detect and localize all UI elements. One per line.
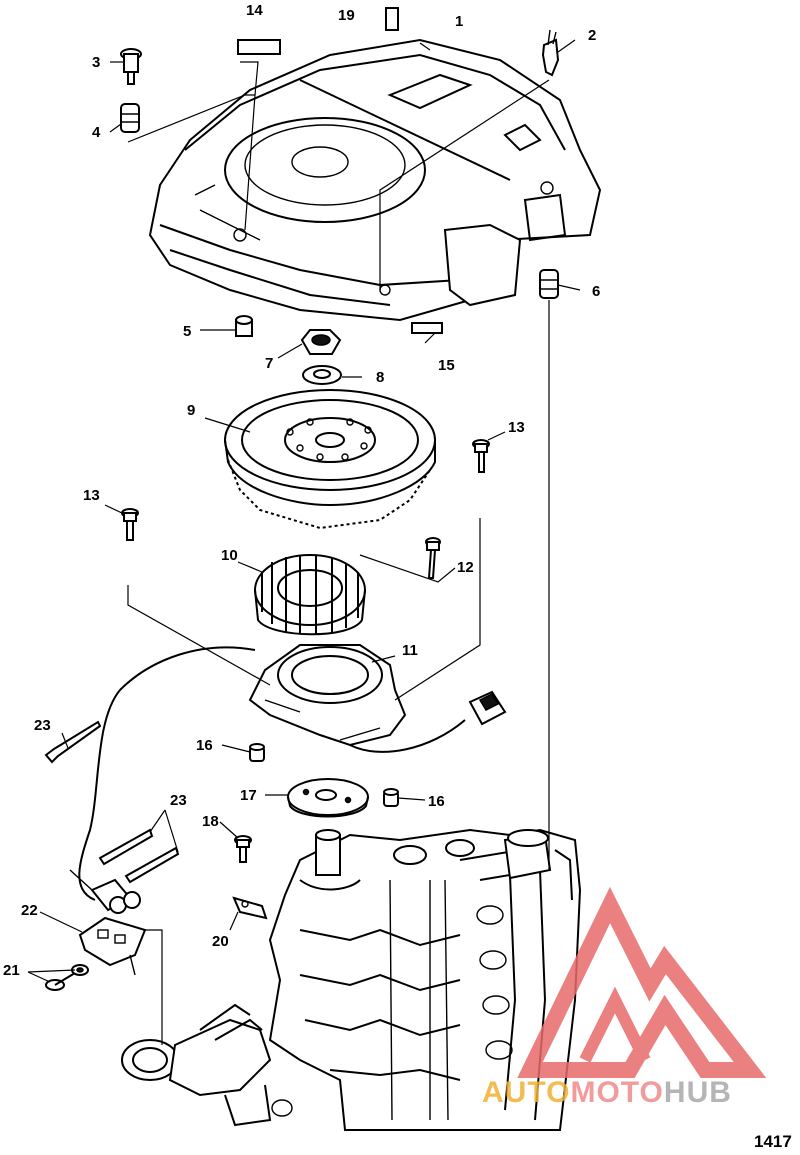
cable-tie-23-lower-b	[124, 846, 180, 884]
callout-15: 15	[438, 357, 455, 374]
clip-20	[232, 896, 268, 920]
bolt-3	[120, 48, 142, 85]
wire-connector	[468, 690, 507, 726]
grommet-4	[120, 103, 140, 133]
callout-13-right: 13	[508, 419, 525, 436]
bolt-21	[45, 964, 89, 991]
trigger-ring	[287, 778, 369, 818]
watermark-hub: HUB	[664, 1076, 732, 1109]
decal-15	[411, 322, 443, 334]
decal-19	[385, 7, 399, 31]
screw-18	[234, 835, 252, 863]
callout-5: 5	[183, 323, 191, 340]
callout-2: 2	[588, 27, 596, 44]
dowel-pin-16-left	[249, 743, 265, 762]
grommet-6	[539, 269, 559, 299]
watermark-moto: MOTO	[570, 1076, 663, 1109]
figure-number: 1417	[754, 1132, 792, 1151]
flywheel-cover	[148, 38, 602, 322]
callout-4: 4	[92, 124, 101, 141]
callout-22: 22	[21, 902, 38, 919]
callout-17: 17	[240, 787, 257, 804]
callout-1: 1	[455, 13, 463, 30]
washer-8	[302, 365, 342, 385]
flywheel-holes	[286, 418, 372, 461]
leader-lines	[27, 39, 581, 1045]
watermark-auto: AUTO	[482, 1076, 570, 1109]
stator-plate	[248, 644, 466, 753]
callout-16-right: 16	[428, 793, 445, 810]
callout-10: 10	[221, 547, 238, 564]
callout-7: 7	[265, 355, 273, 372]
bolt-13-left	[121, 508, 139, 541]
callout-14: 14	[246, 2, 263, 19]
callout-6: 6	[592, 283, 600, 300]
callout-9: 9	[187, 402, 195, 419]
cable-tie-23-upper	[44, 720, 102, 764]
callout-20: 20	[212, 933, 229, 950]
callout-18: 18	[202, 813, 219, 830]
callout-12: 12	[457, 559, 474, 576]
callout-13-left: 13	[83, 487, 100, 504]
screw-12	[425, 537, 441, 579]
powerhead-block	[268, 828, 582, 1131]
terminal-connectors	[69, 869, 141, 914]
wire-connector-2	[541, 29, 560, 77]
watermark-logo-icon	[517, 886, 767, 1078]
decal-14	[237, 39, 281, 55]
callout-16-left: 16	[196, 737, 213, 754]
callout-numbers: 1 2 3 4 5 6 7 8 9 10 11 12 13 13 14 15 1…	[3, 2, 600, 979]
callout-21: 21	[3, 962, 20, 979]
flywheel	[224, 389, 436, 530]
callout-23-lower: 23	[170, 792, 187, 809]
cable-tie-23-lower-a	[98, 828, 154, 866]
callout-8: 8	[376, 369, 384, 386]
bolt-13-right	[472, 439, 490, 473]
bracket-22	[78, 916, 147, 976]
stator	[254, 554, 366, 636]
harness-wire	[78, 646, 256, 901]
spacer-5	[235, 315, 253, 337]
watermark-text: AUTOMOTOHUB	[482, 1076, 732, 1109]
dowel-pin-16-right	[383, 788, 399, 807]
callout-19: 19	[338, 7, 355, 24]
callout-11: 11	[402, 642, 418, 659]
intake-assembly	[121, 1003, 293, 1127]
watermark: AUTOMOTOHUB	[482, 886, 767, 1109]
callout-3: 3	[92, 54, 100, 71]
callout-23-upper: 23	[34, 717, 51, 734]
nut-7	[300, 329, 342, 355]
